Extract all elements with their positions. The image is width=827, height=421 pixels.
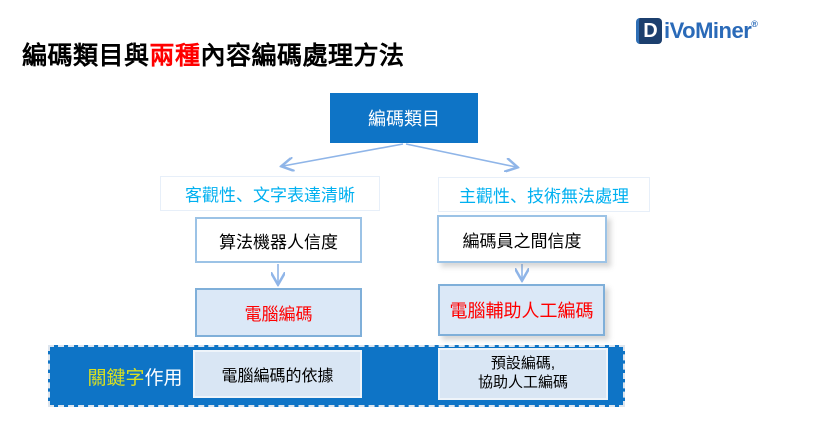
page-title: 編碼類目與兩種內容編碼處理方法 (22, 36, 405, 72)
bar-note-left: 電腦編碼的依據 (193, 350, 362, 398)
branch-arrow-right (405, 143, 516, 167)
root-node-coding-category: 編碼類目 (330, 93, 478, 143)
keyword-bar-label: 關鍵字作用 (70, 345, 200, 407)
bar-note-right: 預設編碼, 協助人工編碼 (438, 348, 608, 400)
result-box-left: 電腦編碼 (195, 288, 362, 337)
title-post: 內容編碼處理方法 (200, 42, 405, 70)
keyword-bar-label-rest: 作用 (144, 367, 183, 389)
bar-note-right-line2: 協助人工編碼 (477, 374, 568, 391)
result-box-right: 電腦輔助人工編碼 (438, 284, 605, 336)
divominer-logo-text: iVoMiner (664, 18, 752, 43)
title-highlight: 兩種 (149, 42, 201, 70)
keyword-bar-label-highlight: 關鍵字 (87, 367, 145, 389)
bar-note-right-line1: 預設編碼, (490, 355, 556, 373)
condition-label-right: 主觀性、技術無法處理 (438, 177, 650, 212)
method-box-left: 算法機器人信度 (195, 217, 362, 263)
condition-label-left: 客觀性、文字表達清晰 (160, 176, 380, 211)
method-box-right: 編碼員之間信度 (437, 215, 607, 263)
divominer-logo: D iVoMiner ® (636, 18, 758, 44)
registered-trademark-icon: ® (751, 19, 758, 29)
branch-arrow-left (283, 143, 404, 166)
title-pre: 編碼類目與 (22, 42, 150, 70)
divominer-logo-icon: D (636, 18, 662, 44)
